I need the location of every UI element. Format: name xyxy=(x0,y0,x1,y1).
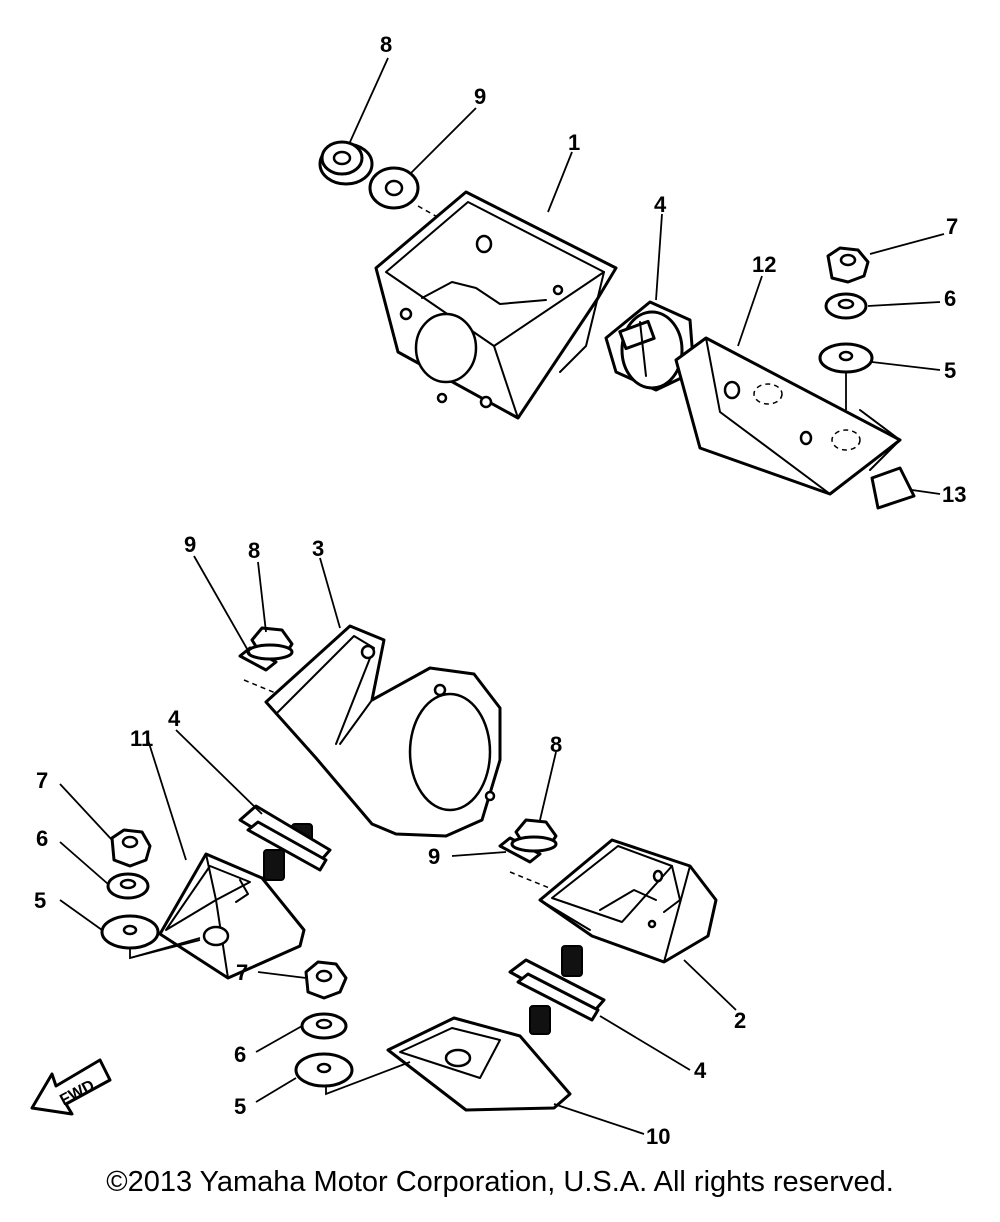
leader-8-right xyxy=(539,751,557,821)
callout-6-bottom: 6 xyxy=(234,1042,246,1067)
callout-5-top: 5 xyxy=(944,358,956,383)
leader-6-top xyxy=(867,301,941,307)
part-13-pad xyxy=(870,466,916,510)
callout-13: 13 xyxy=(942,482,966,507)
leader-5-top xyxy=(871,361,941,371)
leader-4-right xyxy=(599,1015,691,1071)
callout-9-top: 9 xyxy=(474,84,486,109)
leader-8-mid xyxy=(257,561,267,633)
leader-8-top xyxy=(349,57,389,143)
callout-12: 12 xyxy=(752,252,776,277)
leader-10 xyxy=(553,1103,645,1135)
leader-2 xyxy=(683,959,737,1011)
part-5-bottom-washer xyxy=(294,1052,354,1088)
callout-2: 2 xyxy=(734,1008,746,1033)
leader-7-left xyxy=(59,783,113,841)
leader-3 xyxy=(319,557,341,629)
part-4-left-damper xyxy=(238,804,332,881)
leader-13 xyxy=(911,489,941,495)
leader-1 xyxy=(547,151,573,213)
fwd-arrow-icon: FWD xyxy=(30,1058,112,1116)
callout-7-left: 7 xyxy=(36,768,48,793)
leader-9-mid xyxy=(193,555,251,655)
callout-4-left: 4 xyxy=(168,706,181,731)
leader-4-left xyxy=(175,729,263,815)
part-1-upper-bracket xyxy=(374,190,618,420)
part-6-bottom-lockwasher xyxy=(300,1012,348,1040)
callout-1: 1 xyxy=(568,130,580,155)
part-9-top-washer xyxy=(368,166,420,210)
callout-9-mid: 9 xyxy=(184,532,196,557)
callout-3: 3 xyxy=(312,536,324,561)
leader-4-top xyxy=(655,213,663,301)
diagram-svg: 8 9 1 4 12 7 6 5 13 xyxy=(30,32,966,1149)
callout-8-top: 8 xyxy=(380,32,392,57)
callout-11: 11 xyxy=(130,726,153,751)
part-4-right-damper xyxy=(508,945,606,1035)
leader-5-bottom xyxy=(255,1077,297,1103)
callout-7-bottom: 7 xyxy=(236,960,248,985)
callout-7-top: 7 xyxy=(946,214,958,239)
leader-7-bottom xyxy=(257,971,307,979)
part-8-mid-nut xyxy=(246,626,294,661)
part-2-right-bracket xyxy=(538,838,718,964)
part-5-top-washer xyxy=(818,342,874,374)
copyright-notice: ©2013 Yamaha Motor Corporation, U.S.A. A… xyxy=(106,1166,894,1198)
callout-10: 10 xyxy=(646,1124,670,1149)
callout-6-top: 6 xyxy=(944,286,956,311)
part-8-right-nut xyxy=(510,818,558,853)
callout-6-left: 6 xyxy=(36,826,48,851)
leader-11 xyxy=(147,739,187,861)
part-3-engine-plate xyxy=(264,624,502,838)
part-6-top-lockwasher xyxy=(824,292,868,320)
part-5-left-washer xyxy=(100,914,160,950)
callout-8-mid: 8 xyxy=(248,538,260,563)
leader-6-bottom xyxy=(255,1025,303,1053)
part-6-left-lockwasher xyxy=(106,872,150,900)
alignment-line xyxy=(325,1061,411,1096)
callout-8-right: 8 xyxy=(550,732,562,757)
callout-5-bottom: 5 xyxy=(234,1094,246,1119)
callout-9-right: 9 xyxy=(428,844,440,869)
leader-7-top xyxy=(869,233,945,255)
callout-4-top: 4 xyxy=(654,192,667,217)
part-12-plate xyxy=(674,336,902,496)
part-10-lower-plate xyxy=(386,1016,572,1112)
callout-4-right: 4 xyxy=(694,1058,707,1083)
part-11-lower-bracket xyxy=(158,852,306,980)
part-4-top-damper xyxy=(604,300,696,392)
part-8-top-nut xyxy=(318,140,374,186)
callout-5-left: 5 xyxy=(34,888,46,913)
leader-12 xyxy=(737,275,763,347)
part-7-bottom-nut xyxy=(304,960,348,1000)
leader-5-left xyxy=(59,899,103,931)
leader-6-left xyxy=(59,841,109,885)
part-7-left-nut xyxy=(110,828,152,868)
part-7-top-nut xyxy=(826,246,870,284)
leader-9-top xyxy=(409,107,477,175)
alignment-line xyxy=(129,937,201,959)
leader-9-right xyxy=(451,851,507,857)
